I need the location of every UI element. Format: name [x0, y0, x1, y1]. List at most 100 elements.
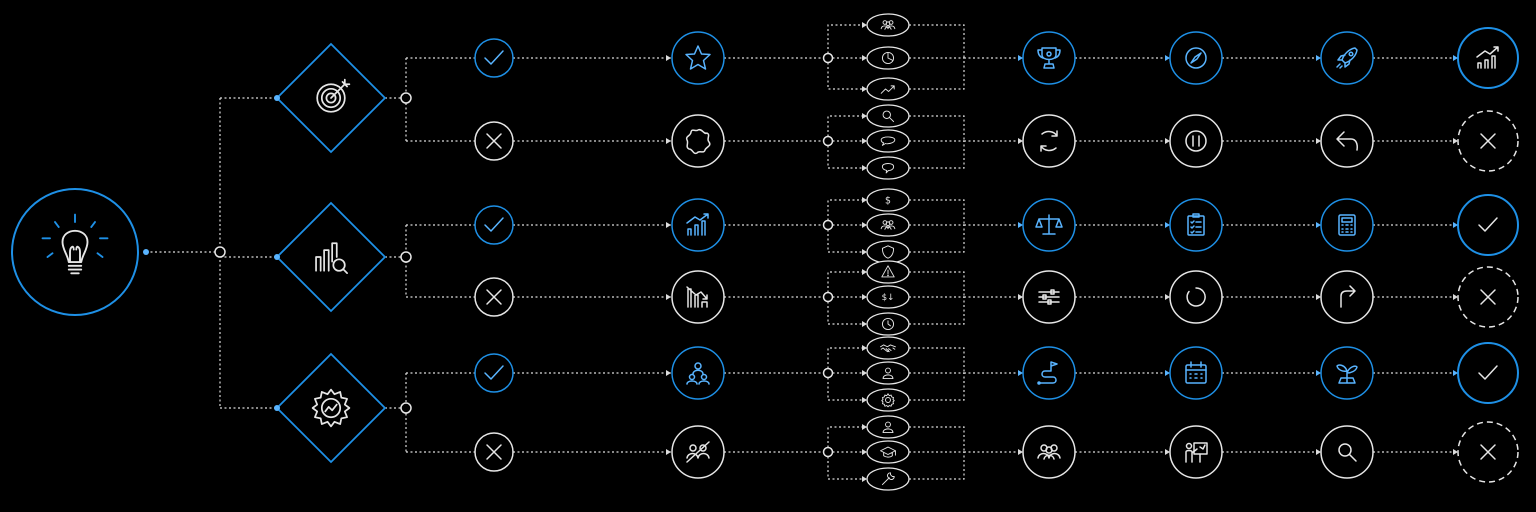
- connector: [827, 373, 867, 401]
- check-node: [1457, 342, 1519, 404]
- turn-right-arrow-node: [1320, 270, 1374, 324]
- roadmap-flag-icon: [1037, 361, 1058, 385]
- node-ring: [1022, 425, 1076, 479]
- node-ring: [1169, 31, 1223, 85]
- connector: [909, 271, 965, 297]
- warning-icon: [881, 265, 895, 278]
- people-network-node: [671, 346, 725, 400]
- people-crossed-node: [671, 425, 725, 479]
- svg-text:$↓: $↓: [882, 293, 895, 303]
- shield-icon: [881, 245, 895, 259]
- node-ring: [1457, 27, 1519, 89]
- junction-node: [822, 52, 834, 64]
- scales-node: [1022, 198, 1076, 252]
- roadmap-flag-node: [1022, 346, 1076, 400]
- arrowhead: [666, 55, 671, 61]
- dollar-icon: $: [885, 195, 891, 206]
- splat-icon: [685, 128, 711, 155]
- connector: [827, 452, 867, 480]
- compass-node: [1169, 31, 1223, 85]
- cross-icon: [486, 289, 502, 305]
- cross-icon: [1480, 444, 1496, 460]
- trend-up-option: [866, 77, 910, 101]
- node-ring: [1169, 198, 1223, 252]
- connector: [827, 271, 867, 297]
- arrowhead: [862, 165, 867, 171]
- decision-diamond: [275, 201, 387, 313]
- team-icon: [1037, 444, 1061, 460]
- arrowhead: [1165, 222, 1170, 228]
- lightbulb-node: [11, 188, 139, 316]
- search-icon: [1338, 443, 1357, 462]
- check-node: [474, 38, 514, 78]
- arrowhead: [862, 113, 867, 119]
- lightbulb-icon: [41, 213, 109, 275]
- connector-dot: [274, 254, 280, 260]
- check-icon: [484, 217, 504, 232]
- arrowhead: [862, 370, 867, 376]
- junction-node: [400, 402, 412, 414]
- arrowhead: [862, 269, 867, 275]
- gear-chart-icon: [311, 388, 351, 428]
- sliders-icon: [1038, 289, 1060, 305]
- cycle-node: [1022, 114, 1076, 168]
- arrowhead: [862, 294, 867, 300]
- money-down-option: $↓: [866, 285, 910, 309]
- arrowhead: [1018, 138, 1023, 144]
- arrowhead: [1316, 294, 1321, 300]
- node-ring: [1320, 270, 1374, 324]
- option-pill: [866, 104, 910, 128]
- cross-node: [474, 277, 514, 317]
- junction-node: [822, 219, 834, 231]
- check-node: [474, 205, 514, 245]
- check-node: [1457, 194, 1519, 256]
- calculator-icon: [1338, 214, 1356, 236]
- arrowhead: [1316, 55, 1321, 61]
- connector-dot: [143, 249, 149, 255]
- star-icon: [685, 45, 711, 70]
- option-pill: [866, 388, 910, 412]
- connector: [909, 452, 965, 480]
- arrowhead: [862, 55, 867, 61]
- people-network-icon: [686, 362, 710, 385]
- arrowhead: [1165, 55, 1170, 61]
- growth-chart-icon: [1476, 46, 1499, 69]
- cross-node: [1457, 110, 1519, 172]
- speech-bubble-option: [866, 129, 910, 153]
- node-ring: [474, 38, 514, 78]
- graduation-cap-option: [866, 440, 910, 464]
- arrowhead: [1316, 370, 1321, 376]
- arrowhead: [862, 222, 867, 228]
- connector: [827, 115, 867, 141]
- check-node: [474, 353, 514, 393]
- connector: [909, 347, 965, 373]
- connector: [909, 297, 965, 325]
- arrowhead: [862, 197, 867, 203]
- arrowhead: [862, 22, 867, 28]
- pause-icon: [1185, 130, 1207, 152]
- arrowhead: [862, 424, 867, 430]
- check-icon: [484, 50, 504, 65]
- node-ring: [1022, 31, 1076, 85]
- node-ring: [474, 353, 514, 393]
- arrowhead: [862, 397, 867, 403]
- wrench-icon: [881, 472, 895, 486]
- node-ring: [671, 114, 725, 168]
- arrowhead: [1453, 370, 1458, 376]
- team-option: [866, 213, 910, 237]
- arrowhead: [1453, 449, 1458, 455]
- arrowhead: [666, 294, 671, 300]
- money-down-icon: $↓: [882, 293, 895, 303]
- arrowhead: [1165, 449, 1170, 455]
- arrowhead: [666, 138, 671, 144]
- cross-node: [1457, 266, 1519, 328]
- cross-node: [1457, 421, 1519, 483]
- arrowhead: [666, 222, 671, 228]
- team-option: [866, 13, 910, 37]
- warning-option: [866, 260, 910, 284]
- plant-growth-node: [1320, 346, 1374, 400]
- arrowhead: [1018, 222, 1023, 228]
- arrowhead: [862, 449, 867, 455]
- chart-magnifier-icon: [315, 242, 348, 274]
- node-ring: [671, 31, 725, 85]
